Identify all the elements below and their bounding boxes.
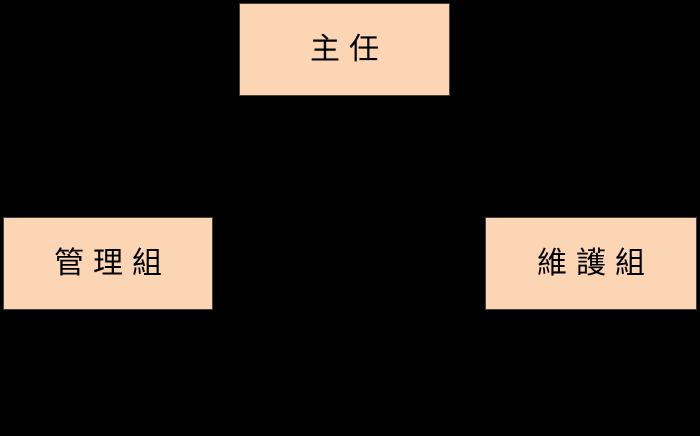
org-node-management-label: 管理組: [54, 245, 171, 281]
org-node-maintenance: 維護組: [485, 217, 697, 310]
org-node-maintenance-label: 維護組: [537, 245, 654, 281]
org-node-director: 主任: [239, 3, 450, 96]
org-node-director-label: 主任: [310, 31, 388, 67]
org-node-management: 管理組: [3, 217, 213, 310]
